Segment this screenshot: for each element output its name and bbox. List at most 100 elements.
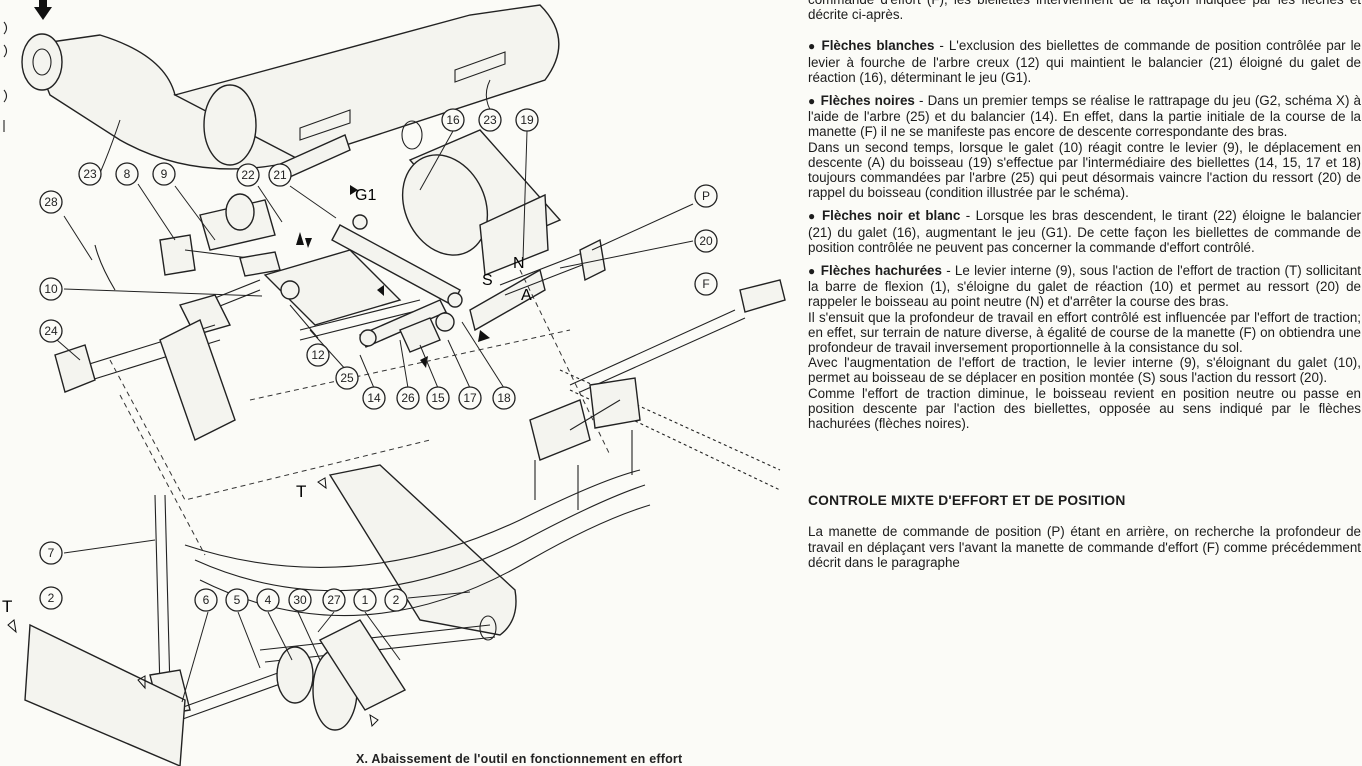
margin-marks [3,21,8,132]
callout-19: 19 [515,108,539,132]
paragraph-fleches-blanches: ● Flèches blanches - L'exclusion des biel… [808,38,1361,85]
callout-18: 18 [492,386,516,410]
callout-12: 12 [306,343,330,367]
fleches-blanches-label: Flèches blanches [821,38,935,54]
svg-text:27: 27 [327,593,341,607]
leader-lines [56,79,694,703]
section-title: CONTROLE MIXTE D'EFFORT ET DE POSITION [808,493,1126,509]
callout-24: 24 [39,319,63,343]
svg-text:19: 19 [520,113,534,127]
linkage [263,134,606,353]
svg-text:7: 7 [48,546,55,560]
label-t-mid: T [296,482,306,501]
svg-text:14: 14 [367,391,381,405]
svg-text:26: 26 [401,391,415,405]
callout-20: 20 [694,229,718,253]
bullet-icon: ● [808,39,817,54]
fleches-noires-body: - Dans un premier temps se réalise le ra… [808,93,1362,140]
bullet-icon: ● [808,264,816,279]
paragraph-hachurees-4: Comme l'effort de traction diminue, le b… [808,385,1361,432]
svg-text:22: 22 [241,168,255,182]
callout-21: 21 [268,163,292,187]
callout-25: 25 [335,366,359,390]
callout-5: 5 [225,588,249,612]
svg-text:12: 12 [311,348,325,362]
fleches-hachurees-body: - Le levier interne (9), sous l'action d… [808,263,1361,310]
svg-text:17: 17 [463,391,477,405]
svg-text:1: 1 [362,593,369,607]
paragraph-fleches-noir-blanc: ●Flèches noir et blanc - Lorsque les bra… [808,208,1361,255]
fleches-blanches-body: - L'exclusion des biellettes de commande… [808,38,1362,85]
svg-text:F: F [702,277,709,291]
svg-text:18: 18 [497,391,511,405]
figure-caption: X. Abaissement de l'outil en fonctionnem… [356,752,683,766]
callout-15: 15 [426,386,450,410]
svg-text:2: 2 [393,593,400,607]
callout-22: 22 [236,163,260,187]
fleches-noir-blanc-label: Flèches noir et blanc [821,208,961,224]
svg-text:2: 2 [48,591,55,605]
svg-text:4: 4 [265,593,272,607]
paragraph-fleches-hachurees: ● Flèches hachurées - Le levier interne (… [808,263,1361,310]
text-column: commande d'effort (F), les biellettes in… [808,0,1361,570]
callouts: 28 23 8 9 22 21 16 23 19 P 20 F 10 24 12… [39,108,718,612]
fleches-noir-blanc-body: - Lorsque les bras descendent, le tirant… [808,208,1362,255]
svg-text:25: 25 [340,371,354,385]
callout-2b: 2 [384,588,408,612]
lower-shaft [24,494,497,766]
paragraph-hachurees-2: Il s'ensuit que la profondeur de travail… [808,309,1361,356]
svg-text:9: 9 [161,167,168,181]
draft-cable [559,279,786,491]
callout-9: 9 [152,162,176,186]
svg-text:5: 5 [234,593,241,607]
svg-text:15: 15 [431,391,445,405]
fleches-hachurees-label: Flèches hachurées [820,263,942,279]
svg-text:6: 6 [203,593,210,607]
valve-cylinder [401,120,562,276]
svg-text:21: 21 [273,168,287,182]
bullet-icon: ● [808,94,816,109]
section-body: La manette de commande de position (P) é… [808,524,1361,570]
lower-bracket [529,377,641,510]
callout-2a: 2 [39,586,63,610]
svg-text:23: 23 [483,113,497,127]
label-s: S [482,272,493,289]
label-g1: G1 [355,187,376,204]
svg-text:20: 20 [699,234,713,248]
levers [94,193,281,336]
callout-28: 28 [39,190,63,214]
label-n: N [513,255,525,272]
svg-text:8: 8 [124,167,131,181]
fleches-noires-label: Flèches noires [820,93,915,109]
callout-4: 4 [256,588,280,612]
callout-16: 16 [441,108,465,132]
hollow-shaft [21,4,560,170]
svg-text:24: 24 [44,324,58,338]
callout-30: 30 [288,588,312,612]
rockshaft [54,319,236,441]
callout-6: 6 [194,588,218,612]
svg-text:16: 16 [446,113,460,127]
callout-7: 7 [39,541,63,565]
svg-text:10: 10 [44,282,58,296]
callout-23b: 23 [478,108,502,132]
label-a: A [521,287,532,304]
callout-8: 8 [115,162,139,186]
draft-bar [184,464,651,636]
svg-text:P: P [702,189,710,203]
paragraph-hachurees-3: Avec l'augmentation de l'effort de tract… [808,355,1361,386]
callout-1: 1 [353,588,377,612]
callout-17: 17 [458,386,482,410]
callout-14: 14 [362,386,386,410]
down-arrow-icon [34,0,52,20]
svg-text:30: 30 [293,593,307,607]
svg-text:28: 28 [44,195,58,209]
callout-F: F [694,272,718,296]
intro-paragraph: commande d'effort (F), les biellettes in… [808,0,1361,23]
callout-P: P [694,184,718,208]
paragraph-fleches-noires-second: Dans un second temps, lorsque le galet (… [808,139,1361,201]
svg-text:23: 23 [83,167,97,181]
mechanism-diagram: G1 S N A T T 28 23 8 [2,0,786,766]
label-t-left: T [2,597,12,616]
callout-26: 26 [396,386,420,410]
